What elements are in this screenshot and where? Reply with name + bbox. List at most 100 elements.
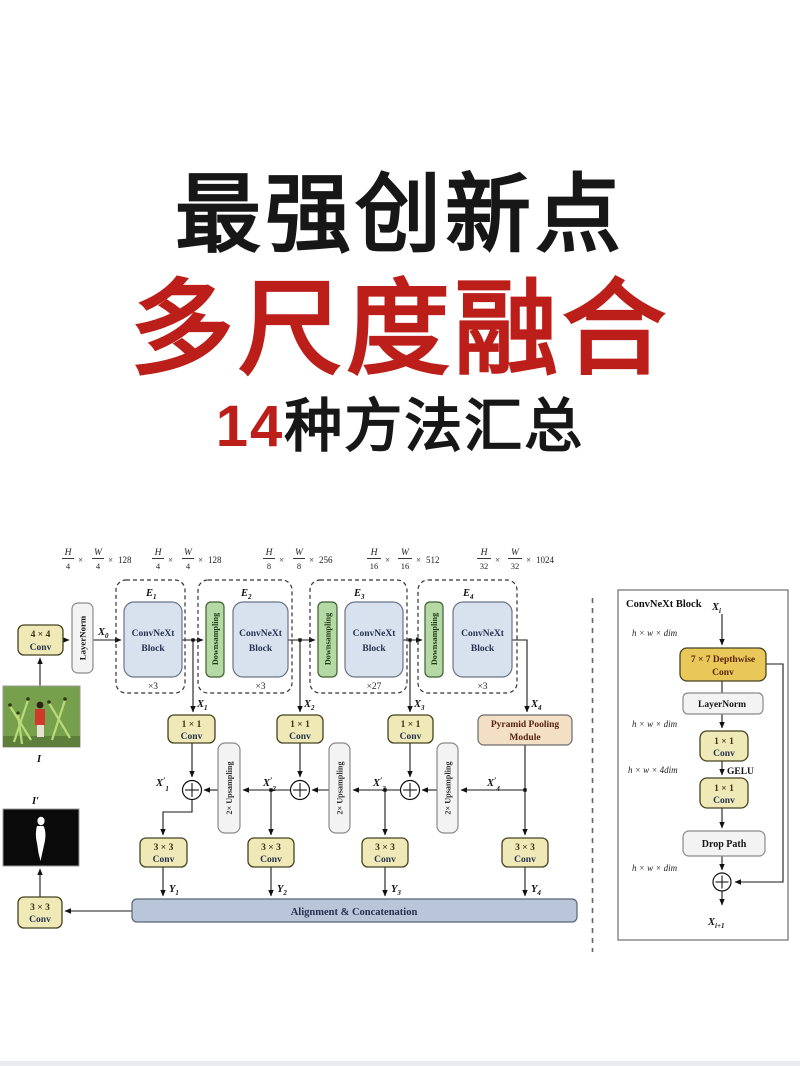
convnext-block-e2: [232, 601, 289, 678]
svg-text:Conv: Conv: [153, 855, 175, 865]
svg-text:Alignment & Concatenation: Alignment & Concatenation: [291, 907, 418, 918]
x3-label: X3: [413, 699, 425, 712]
svg-text:×3: ×3: [477, 682, 487, 692]
svg-text:Downsampling: Downsampling: [430, 612, 439, 665]
svg-text:H: H: [64, 548, 73, 558]
conv-1x1-box-2: 1 × 1 Conv: [276, 714, 324, 744]
connector-lines: [37, 637, 530, 914]
svg-text:W: W: [511, 548, 520, 558]
title-line-3-number: 14: [215, 393, 285, 459]
input-image: [2, 685, 81, 748]
svg-text:Conv: Conv: [260, 855, 282, 865]
gelu-label: GELU: [727, 767, 754, 777]
conv-3x3-output-box: 3 × 3 Conv: [17, 896, 63, 929]
svg-text:×: ×: [495, 555, 500, 565]
xp2-label: X′2: [262, 775, 276, 793]
dim-label-4: H16 × W16 × 512: [367, 548, 440, 571]
svg-text:3 × 3: 3 × 3: [30, 903, 50, 913]
svg-text:7 × 7 Depthwise: 7 × 7 Depthwise: [691, 655, 755, 665]
svg-text:ConvNeXt: ConvNeXt: [353, 629, 397, 639]
stage-e3-label: E3: [353, 588, 365, 601]
downsampling-e3: [317, 601, 338, 678]
downsampling-e2: [205, 601, 225, 678]
y4-label: Y4: [531, 884, 541, 897]
svg-text:Block: Block: [141, 644, 165, 654]
svg-text:512: 512: [426, 555, 440, 565]
stage-e2: E2 Downsampling ConvNeXt Block ×3: [197, 579, 293, 694]
svg-text:×3: ×3: [255, 682, 265, 692]
y1-label: Y1: [169, 884, 179, 897]
poster-title-block: 最强创新点 多尺度融合 14种方法汇总: [0, 0, 800, 458]
panel-conv-1x1-box-1: 1 × 1 Conv: [699, 730, 749, 762]
downsampling-e4: [424, 601, 444, 678]
y2-label: Y2: [277, 884, 287, 897]
title-line-2: 多尺度融合: [129, 271, 670, 388]
svg-text:Block: Block: [471, 644, 495, 654]
dim-label-2: H4 × W4 × 128: [152, 548, 222, 571]
title-line-3: 14种方法汇总: [0, 393, 800, 459]
convnext-block-e1: [123, 601, 183, 678]
svg-text:Conv: Conv: [713, 749, 735, 759]
svg-text:W: W: [401, 548, 410, 558]
conv-3x3-box-2: 3 × 3 Conv: [247, 837, 295, 868]
svg-text:16: 16: [370, 561, 379, 571]
svg-text:4 × 4: 4 × 4: [31, 630, 51, 640]
svg-text:2× Upsampling: 2× Upsampling: [336, 761, 345, 815]
svg-text:ConvNeXt: ConvNeXt: [239, 629, 283, 639]
dim-label-5: H32 × W32 × 1024: [477, 548, 555, 571]
svg-text:Downsampling: Downsampling: [211, 612, 220, 665]
title-line-1: 最强创新点: [175, 167, 625, 263]
svg-text:×: ×: [198, 555, 203, 565]
svg-text:Module: Module: [509, 733, 540, 743]
panel-title: ConvNeXt Block: [626, 599, 702, 610]
svg-text:×: ×: [385, 555, 390, 565]
svg-text:H: H: [265, 548, 274, 558]
svg-text:×27: ×27: [367, 682, 382, 692]
svg-text:8: 8: [297, 561, 301, 571]
svg-text:2× Upsampling: 2× Upsampling: [225, 761, 234, 815]
y3-label: Y3: [391, 884, 401, 897]
stage-e1: E1 ConvNeXt Block ×3: [115, 579, 186, 694]
input-image-label: I: [36, 754, 42, 765]
conv-1x1-box-3: 1 × 1 Conv: [387, 714, 434, 744]
svg-text:H: H: [154, 548, 163, 558]
svg-text:LayerNorm: LayerNorm: [78, 615, 88, 660]
conv-3x3-box-4: 3 × 3 Conv: [501, 837, 549, 868]
svg-text:4: 4: [66, 561, 71, 571]
svg-text:3 × 3: 3 × 3: [261, 843, 281, 853]
svg-text:1 × 1: 1 × 1: [714, 737, 734, 747]
svg-text:32: 32: [480, 561, 489, 571]
svg-text:3 × 3: 3 × 3: [154, 843, 174, 853]
add-node-3: [399, 779, 421, 801]
svg-text:Conv: Conv: [400, 732, 422, 742]
depthwise-conv-box: 7 × 7 Depthwise Conv: [679, 647, 767, 682]
upsampling-box-1: 2× Upsampling: [217, 742, 241, 834]
panel-dim-label-3: h × w × 4dim: [628, 765, 678, 775]
panel-dim-label-4: h × w × dim: [632, 863, 678, 873]
svg-text:Block: Block: [362, 644, 386, 654]
drop-path-box: Drop Path: [682, 830, 766, 857]
svg-text:1 × 1: 1 × 1: [714, 784, 734, 794]
x0-label: X0: [97, 627, 109, 640]
architecture-diagram-svg: H4 × W4 × 128 H4 × W4 × 128 H8 × W8 × 25…: [2, 548, 789, 952]
dim-label-3: H8 × W8 × 256: [263, 548, 333, 571]
convnext-block-panel: ConvNeXt Block Xi h × w × dim 7 × 7 Dept…: [617, 589, 789, 941]
panel-add-node: [712, 872, 732, 892]
svg-text:3 × 3: 3 × 3: [515, 843, 535, 853]
svg-text:W: W: [295, 548, 304, 558]
stage-e2-label: E2: [240, 588, 252, 601]
panel-connectors: [719, 614, 784, 906]
svg-text:Conv: Conv: [30, 643, 52, 653]
panel-xi-label: Xi: [711, 602, 721, 615]
svg-text:4: 4: [96, 561, 101, 571]
svg-text:256: 256: [319, 555, 333, 565]
svg-text:×: ×: [78, 555, 83, 565]
xp4-label: X′4: [486, 775, 500, 793]
output-mask-label: I′: [31, 796, 39, 807]
pyramid-pooling-module-box: Pyramid Pooling Module: [477, 714, 573, 746]
add-node-2: [289, 779, 311, 801]
conv-3x3-box-1: 3 × 3 Conv: [139, 837, 188, 868]
panel-dim-label-1: h × w × dim: [632, 628, 678, 638]
svg-text:W: W: [94, 548, 103, 558]
